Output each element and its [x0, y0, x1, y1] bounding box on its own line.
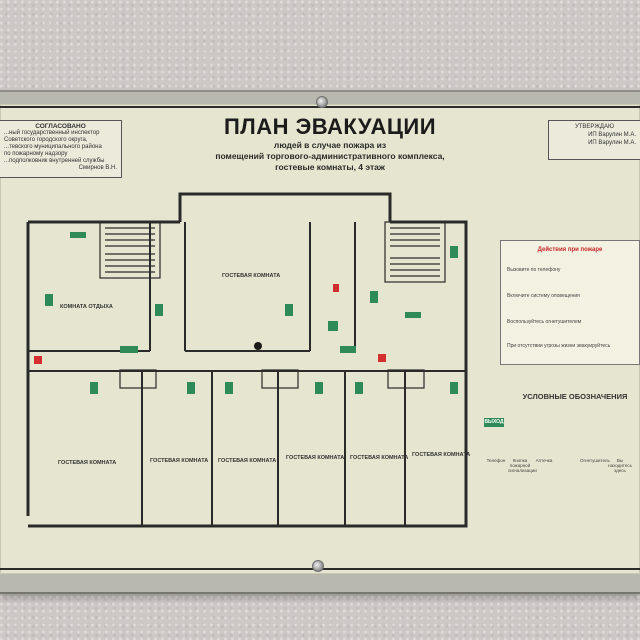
floor-plan	[26, 192, 468, 528]
panel-row-evacuate: При отсутствии угрозы жизни эвакуируйтес…	[507, 343, 611, 349]
approval-line4: по пожарному надзору	[4, 151, 68, 157]
legend-exit-sign: ВЫХОД	[484, 418, 504, 427]
room-label-guest-1: ГОСТЕВАЯ КОМНАТА	[58, 460, 117, 466]
subtitle-line2: помещений торгового-административного ко…	[215, 151, 445, 161]
legend-title: УСЛОВНЫЕ ОБОЗНАЧЕНИЯ	[522, 392, 628, 401]
approval-line3: ...тевского муниципального района	[4, 144, 102, 150]
panel-row-alarm: Включите систему оповещения	[507, 293, 580, 299]
bottom-screw	[312, 560, 324, 572]
fire-actions-panel: Действия при пожаре Вызовите по телефону…	[500, 240, 640, 365]
room-label-guest-5: ГОСТЕВАЯ КОМНАТА	[350, 455, 409, 461]
plan-subtitle: людей в случае пожара из помещений торго…	[170, 140, 490, 173]
plan-title: ПЛАН ЭВАКУАЦИИ	[223, 114, 437, 139]
confirmation-line2: ИП Варулин М.А.	[588, 140, 636, 146]
approval-line5: ...подполковник внутренней службы	[4, 158, 105, 164]
panel-row-call: Вызовите по телефону	[507, 267, 561, 273]
room-label-guest-4: ГОСТЕВАЯ КОМНАТА	[286, 455, 345, 461]
panel-row-extinguisher: Воспользуйтесь огнетушителем	[507, 319, 582, 325]
room-label-rest: КОМНАТА ОТДЫХА	[60, 304, 113, 310]
legend-firstaid: Аптечка	[535, 458, 553, 463]
panel-title: Действия при пожаре	[537, 247, 603, 253]
approval-line2: Советского городского округа,	[4, 137, 88, 143]
legend-alarm: Кнопка пожарной сигнализации	[508, 458, 537, 473]
confirmation-line1: ИП Варулин М.А.	[588, 132, 636, 138]
room-label-guest-6: ГОСТЕВАЯ КОМНАТА	[412, 452, 471, 458]
legend-you-are-here: Вы находитесь здесь	[608, 458, 632, 473]
approval-line1: ...ный государственный инспектор	[4, 130, 100, 136]
legend-phone: Телефон	[486, 458, 506, 463]
room-label-guest-2: ГОСТЕВАЯ КОМНАТА	[150, 458, 209, 464]
confirmation-heading: УТВЕРЖДАЮ	[574, 124, 615, 130]
room-label-guest-3: ГОСТЕВАЯ КОМНАТА	[218, 458, 277, 464]
legend-extinguisher: Огнетушитель	[580, 458, 610, 463]
approval-heading: СОГЛАСОВАНО	[35, 123, 86, 130]
top-screw	[316, 96, 328, 108]
approval-signature: Смирнов В.Н.	[78, 165, 117, 171]
approval-box: СОГЛАСОВАНО ...ный государственный инспе…	[0, 120, 122, 178]
subtitle-line3: гостевые комнаты, 4 этаж	[275, 162, 385, 172]
confirmation-box: УТВЕРЖДАЮ ИП Варулин М.А. ИП Варулин М.А…	[548, 120, 640, 160]
subtitle-line1: людей в случае пожара из	[273, 140, 387, 150]
room-label-guest-top: ГОСТЕВАЯ КОМНАТА	[222, 273, 281, 279]
